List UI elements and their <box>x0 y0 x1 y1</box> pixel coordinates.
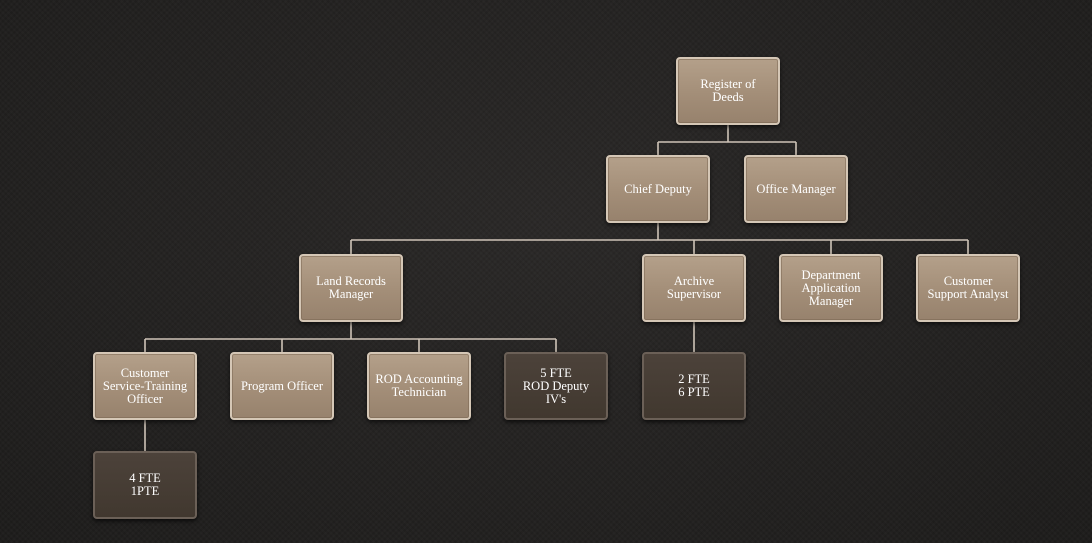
node-customer-support-analyst: Customer Support Analyst <box>916 254 1020 322</box>
node-customer-service-staff: 4 FTE 1PTE <box>93 451 197 519</box>
node-staff-count-part-time: 1PTE <box>130 484 160 498</box>
node-staff-count: 2 FTE <box>678 372 710 386</box>
node-archive-staff: 2 FTE 6 PTE <box>642 352 746 420</box>
node-customer-service-training-officer: Customer Service-Training Officer <box>93 352 197 420</box>
node-label: Program Officer <box>240 378 324 393</box>
node-rod-deputy-staff: 5 FTE ROD Deputy IV's <box>504 352 608 420</box>
node-label: Customer Service-Training Officer <box>102 365 188 406</box>
node-label: Archive Supervisor <box>666 274 722 301</box>
node-office-manager: Office Manager <box>744 155 848 223</box>
node-label: Department Application Manager <box>801 267 861 308</box>
node-staff-count-part-time: 6 PTE <box>678 385 710 399</box>
node-archive-supervisor: Archive Supervisor <box>642 254 746 322</box>
node-department-application-manager: Department Application Manager <box>779 254 883 322</box>
node-program-officer: Program Officer <box>230 352 334 420</box>
node-label: ROD Accounting Technician <box>375 372 463 399</box>
node-label: Chief Deputy <box>624 181 692 196</box>
node-staff-title: ROD Deputy IV's <box>522 378 590 406</box>
node-staff-count: 5 FTE <box>540 365 572 380</box>
node-label: Office Manager <box>756 181 836 196</box>
node-rod-accounting-technician: ROD Accounting Technician <box>367 352 471 420</box>
node-label: Land Records Manager <box>316 274 386 301</box>
node-label: Customer Support Analyst <box>927 274 1009 301</box>
node-label: Register of Deeds <box>700 77 756 104</box>
node-staff-count: 4 FTE <box>129 471 161 485</box>
node-register-of-deeds: Register of Deeds <box>676 57 780 125</box>
node-chief-deputy: Chief Deputy <box>606 155 710 223</box>
node-land-records-manager: Land Records Manager <box>299 254 403 322</box>
